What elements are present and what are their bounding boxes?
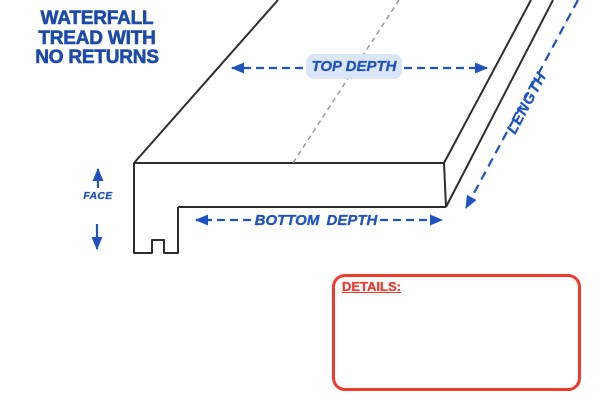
dimension-arrows: [91, 0, 579, 251]
page-title: WATERFALL TREAD WITH NO RETURNS: [22, 9, 172, 68]
details-heading: DETAILS:: [342, 279, 401, 294]
title-line-1: WATERFALL: [40, 8, 154, 29]
tread-outline: [133, 0, 554, 254]
nosing-profile: [133, 163, 179, 254]
title-line-2: TREAD WITH: [38, 27, 156, 49]
bottom-right-length-edge: [445, 0, 554, 208]
face-label: FACE: [83, 190, 113, 202]
top-face-centerline: [292, 0, 400, 164]
details-box: DETAILS:: [332, 274, 581, 391]
right-end-edge: [443, 162, 447, 208]
top-face-edges: [133, 0, 532, 164]
bottom-depth-label: BOTTOM DEPTH: [254, 212, 378, 229]
length-arrow: [465, 0, 579, 209]
title-line-3: NO RETURNS: [35, 47, 159, 68]
top-depth-label: TOP DEPTH: [306, 54, 402, 79]
